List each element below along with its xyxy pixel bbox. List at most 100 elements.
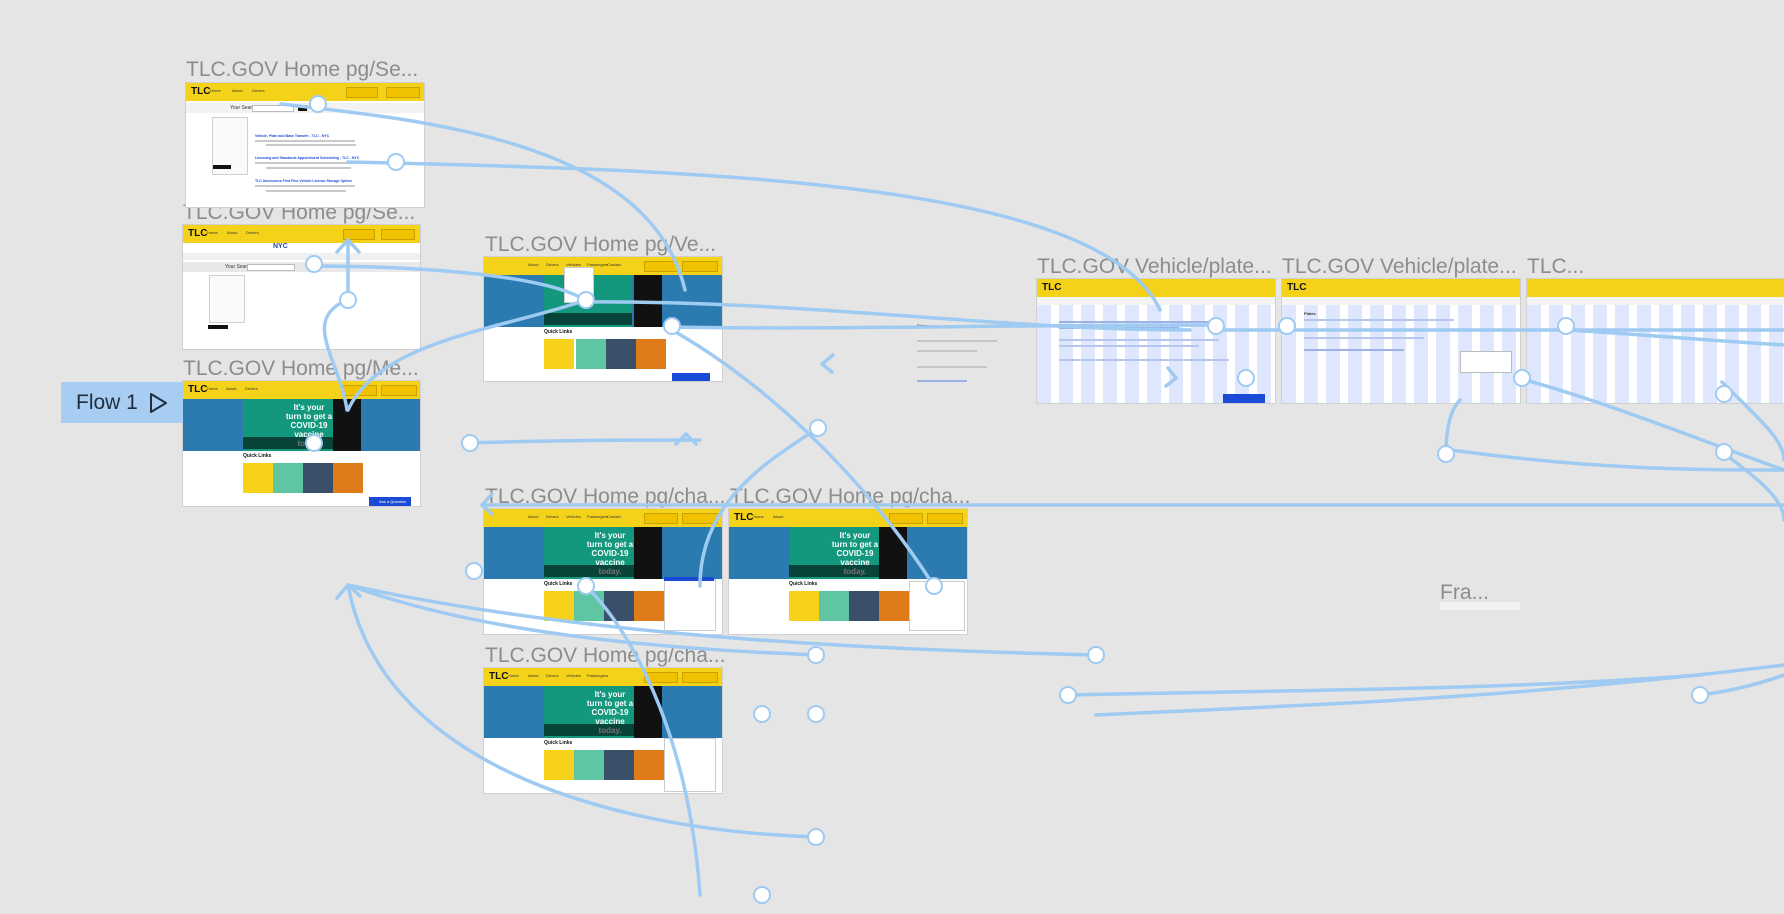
frame-label-chat-1[interactable]: TLC.GOV Home pg/cha...	[485, 485, 726, 508]
chat-window	[664, 738, 716, 792]
hotspot-node-plate1-link[interactable]	[1237, 369, 1255, 387]
nyc-resources-bar	[183, 253, 420, 260]
hotspot-node-search-result[interactable]	[387, 153, 405, 171]
tile-tlc-up	[243, 463, 273, 493]
frame-label-tlc-cut[interactable]: TLC...	[1527, 255, 1585, 278]
frame-label-vehicle-menu[interactable]: TLC.GOV Home pg/Ve...	[485, 233, 717, 256]
hotspot-node-plate1-nav-b[interactable]	[1278, 317, 1296, 335]
hotspot-node-plate2-nav[interactable]	[1557, 317, 1575, 335]
tlc-header-bar: TLC	[1282, 279, 1520, 297]
hotspot-node-chat2-window[interactable]	[1087, 646, 1105, 664]
frame-chat-1[interactable]: About Drivers Vehicles Passengers Contac…	[484, 509, 722, 634]
frame-label-home-main[interactable]: TLC.GOV Home pg/Me...	[183, 357, 419, 380]
news-panel	[634, 527, 662, 579]
hotspot-node-plate2-bottom[interactable]	[1715, 443, 1733, 461]
tile-document	[574, 750, 604, 780]
hotspot-node-plate2-tooltip[interactable]	[1715, 385, 1733, 403]
hotspot-node-chat2-link[interactable]	[1059, 686, 1077, 704]
hotspot-node-vehicle-menu[interactable]	[663, 317, 681, 335]
nav-about: About	[528, 673, 539, 678]
flow-1-starting-point[interactable]: Flow 1	[61, 382, 183, 423]
nav-contact: Contact	[607, 514, 621, 519]
frame-vehicle-menu[interactable]: About Drivers Vehicles Passengers Contac…	[484, 257, 722, 381]
hotspot-node-search2-field[interactable]	[339, 291, 357, 309]
nav-passengers: Passengers	[587, 514, 609, 519]
frame-label-search-results[interactable]: TLC.GOV Home pg/Se...	[186, 58, 419, 81]
tile-taxi	[604, 591, 634, 621]
hotspot-node-frame-cut[interactable]	[1691, 686, 1709, 704]
tile-taxi	[606, 339, 636, 369]
frame-label-frame-cut[interactable]: Fra...	[1440, 581, 1490, 604]
hotspot-node-chat3-window[interactable]	[807, 828, 825, 846]
tile-car	[634, 591, 664, 621]
filter-button	[208, 325, 228, 329]
frame-search-results[interactable]: TLC Home About Drivers Your Search: Vehi…	[186, 83, 424, 207]
hotspot-node-search2-nav[interactable]	[305, 255, 323, 273]
hotspot-node-chat1-link[interactable]	[753, 705, 771, 723]
side-text-line	[917, 380, 967, 382]
nav-about: About	[528, 514, 539, 519]
hotspot-node-chat1-window[interactable]	[807, 646, 825, 664]
tab-bar	[1527, 297, 1784, 305]
hotspot-node-plate1-ask[interactable]	[1437, 445, 1455, 463]
hotspot-node-chat1-send[interactable]	[807, 705, 825, 723]
arrowhead-home-lower	[335, 583, 362, 600]
language-select	[644, 672, 678, 683]
hero-banner: It's your turn to get a COVID-19 vaccine…	[183, 399, 420, 451]
nav-drivers: Drivers	[252, 88, 265, 93]
flow-1-label: Flow 1	[76, 390, 138, 414]
connector-lower-right-b	[1698, 673, 1784, 697]
plates-heading: Plates	[917, 323, 929, 328]
nav-about: About	[232, 88, 243, 93]
hotspot-node-plate1-nav-a[interactable]	[1207, 317, 1225, 335]
hero-caption	[789, 565, 879, 577]
search-box	[381, 229, 415, 240]
nav-about: About	[227, 230, 238, 235]
news-panel	[333, 399, 361, 451]
your-search-label: Your Search:	[225, 264, 254, 270]
search-box	[381, 385, 417, 396]
frame-label-vehicle-plate-1[interactable]: TLC.GOV Vehicle/plate...	[1037, 255, 1272, 278]
frame-label-vehicle-plate-2[interactable]: TLC.GOV Vehicle/plate...	[1282, 255, 1517, 278]
arrowhead-vehicle-lower	[674, 432, 698, 446]
hotspot-node-home-ask[interactable]	[465, 562, 483, 580]
tile-car	[636, 339, 666, 369]
frame-vehicle-plate-2[interactable]: TLC Plates	[1282, 279, 1520, 403]
hotspot-node-search-nav[interactable]	[309, 95, 327, 113]
nav-about: About	[226, 386, 237, 391]
hotspot-node-plate2-link[interactable]	[1513, 369, 1531, 387]
play-outline-icon[interactable]	[148, 392, 168, 414]
frame-search-empty[interactable]: TLC Home About Drivers NYC Your Search:	[183, 225, 420, 349]
tile-document	[273, 463, 303, 493]
tab-bar	[1282, 297, 1520, 305]
frame-tlc-cut[interactable]	[1527, 279, 1784, 403]
hotspot-node-home-nav[interactable]	[305, 434, 323, 452]
hotspot-node-home-search[interactable]	[461, 434, 479, 452]
tile-tlc-up	[544, 339, 574, 369]
ask-question-button: Ask a Question	[369, 497, 411, 506]
hotspot-node-chat3-link[interactable]	[753, 886, 771, 904]
frame-chat-3[interactable]: TLC Home About Drivers Vehicles Passenge…	[484, 668, 722, 793]
frame-label-chat-3[interactable]: TLC.GOV Home pg/cha...	[485, 644, 726, 667]
text-line	[1059, 327, 1179, 329]
frame-chat-2[interactable]: TLC Home About It's your turn to get a C…	[729, 509, 967, 634]
hotspot-node-vehicle-nav[interactable]	[577, 291, 595, 309]
arrowhead-vehicle	[820, 353, 835, 374]
hotspot-node-chat1-nav[interactable]	[577, 577, 595, 595]
frame-cut-thumbnail[interactable]	[1440, 602, 1520, 610]
tile-tlc-up	[544, 750, 574, 780]
hotspot-node-chat2-nav[interactable]	[925, 577, 943, 595]
hotspot-node-vehicle-ask[interactable]	[809, 419, 827, 437]
frame-label-chat-2[interactable]: TLC.GOV Home pg/cha...	[730, 485, 971, 508]
hero-banner: It's your turn to get a COVID-19 vaccine…	[484, 527, 722, 579]
hero-banner: It's your turn to get a COVID-19 vaccine…	[484, 686, 722, 738]
quick-links-title: Quick Links	[243, 453, 272, 459]
text-line	[1059, 345, 1199, 347]
language-select	[343, 385, 377, 396]
ask-question-label: Ask a Question	[379, 499, 407, 504]
search-box	[682, 672, 718, 683]
frame-home-main[interactable]: TLC Home About Drivers It's your turn to…	[183, 381, 420, 506]
nav-drivers: Drivers	[246, 230, 259, 235]
tlc-header-bar: About Drivers Vehicles Passengers Contac…	[484, 509, 722, 527]
